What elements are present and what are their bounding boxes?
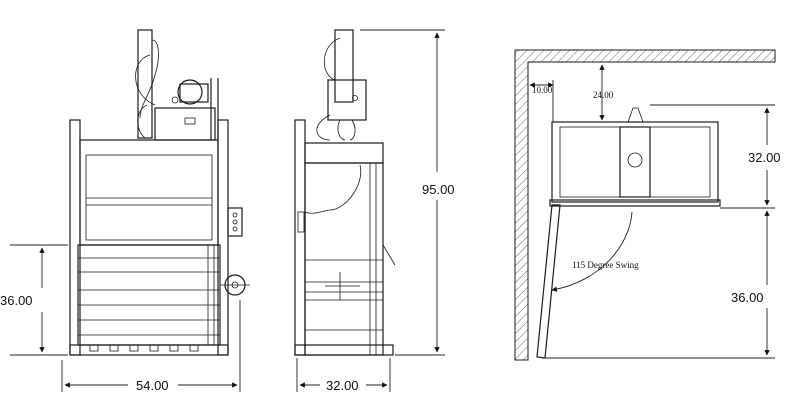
side-mast [334, 29, 354, 103]
side-motor-housing [327, 79, 367, 121]
side-top-block [304, 142, 384, 164]
side-view: 95.00 32.00 [294, 29, 455, 393]
wall [514, 49, 776, 361]
hose [139, 39, 159, 119]
base [69, 344, 229, 356]
front-mast [137, 29, 153, 139]
swing-arc [551, 211, 633, 292]
side-height-dimension: 95.00 [422, 182, 455, 197]
door-clearance-dimension: 36.00 [731, 290, 764, 305]
front-view: 36.00 54.00 [0, 29, 250, 393]
side-depth-dimension: 32.00 [326, 378, 359, 393]
upper-door [79, 139, 219, 246]
plan-view: 115 Degree Swing 10.00 24.00 32.00 36.00 [514, 49, 781, 361]
swing-label: 115 Degree Swing [572, 260, 639, 270]
plan-depth-dimension: 32.00 [748, 150, 781, 165]
lower-chamber [77, 244, 221, 346]
swing-door [536, 204, 561, 359]
front-width-dimension: 54.00 [136, 378, 169, 393]
back-clearance-dimension: 24.00 [593, 90, 614, 100]
control-panel [227, 207, 243, 237]
front-height-dimension: 36.00 [0, 293, 33, 308]
plan-machine [551, 121, 719, 203]
wall-clearance-dimension: 10.00 [532, 85, 553, 95]
motor [177, 79, 203, 105]
